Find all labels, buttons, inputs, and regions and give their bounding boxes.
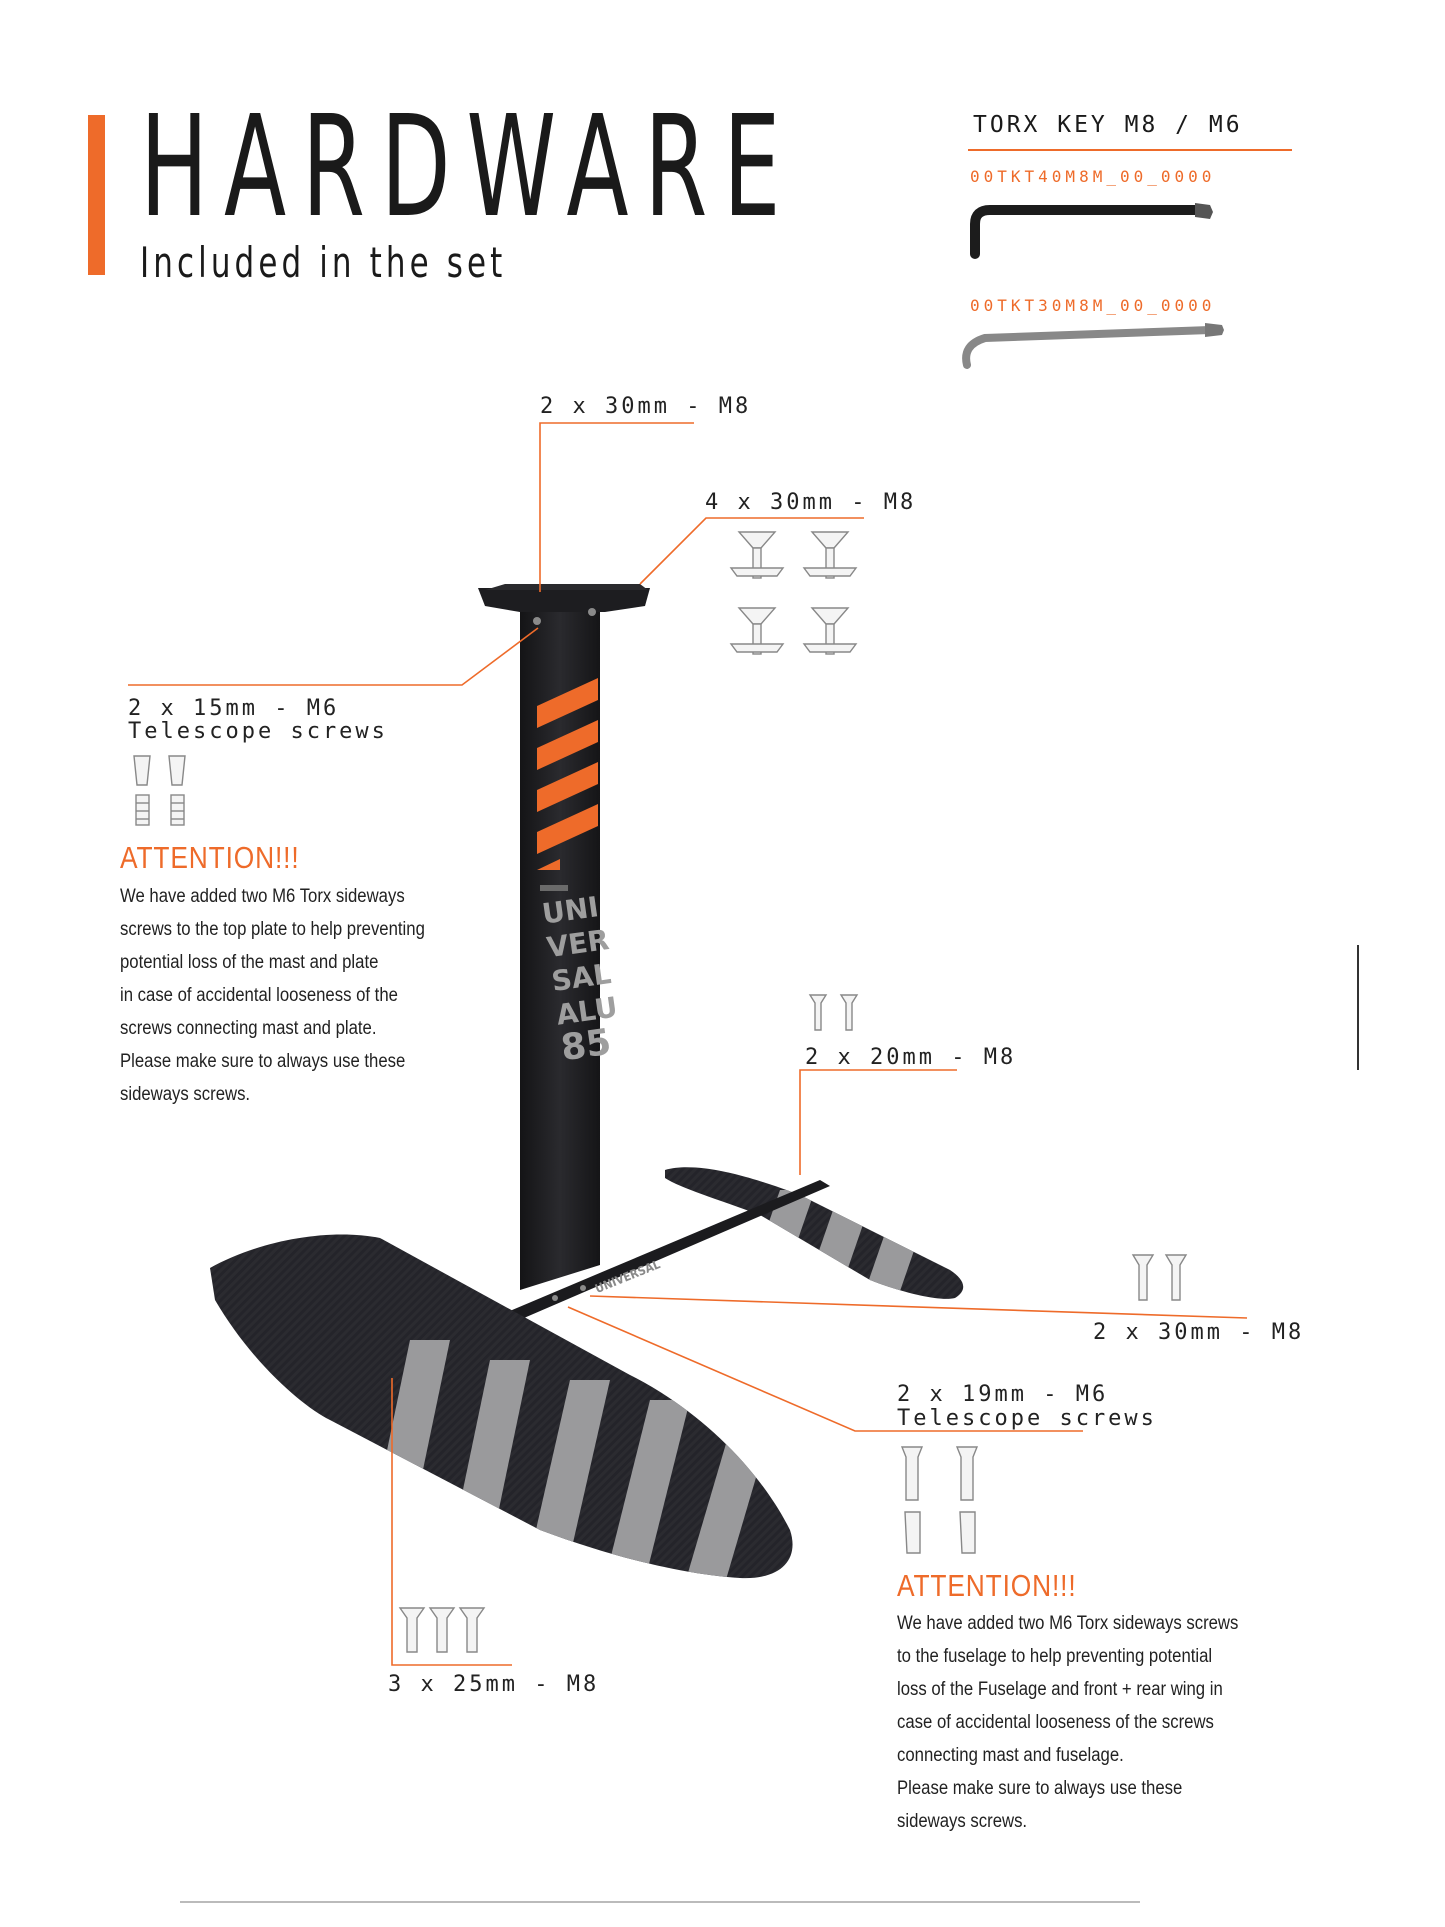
label-telescope-top-2: Telescope screws: [128, 719, 388, 744]
plate-screw-icons: [729, 531, 858, 655]
label-top-plate-screws: 2 x 30mm - M8: [540, 394, 752, 419]
label-telescope-fus-1: 2 x 19mm - M6: [897, 1382, 1109, 1407]
page-subtitle: Included in the set: [140, 238, 507, 287]
attention-text-top: We have added two M6 Torx sideways screw…: [120, 886, 425, 1105]
telescope-screw-icons-fuselage: [900, 1446, 979, 1554]
attention-text-fuselage: We have added two M6 Torx sideways screw…: [897, 1613, 1239, 1832]
torx-key-icons: [962, 203, 1224, 369]
label-telescope-top-1: 2 x 15mm - M6: [128, 696, 340, 721]
front-wing-screw-icons: [398, 1607, 486, 1653]
label-fuselage-screws: 2 x 30mm - M8: [1093, 1320, 1305, 1345]
telescope-screw-icons-top: [133, 755, 186, 826]
mast: [478, 584, 650, 1290]
front-wing: [210, 1234, 793, 1579]
title-accent-bar: [88, 115, 105, 275]
label-plate-screws: 4 x 30mm - M8: [705, 490, 917, 515]
torx-key-title: TORX KEY M8 / M6: [973, 112, 1243, 138]
fuselage-screw-icons: [1131, 1254, 1188, 1301]
label-rear-wing-screws: 2 x 20mm - M8: [805, 1045, 1017, 1070]
label-telescope-fus-2: Telescope screws: [897, 1406, 1157, 1431]
torx-title-underline: [968, 149, 1292, 151]
page-title: HARDWARE: [140, 86, 797, 249]
torx-key-code-2: 00TKT30M8M_00_0000: [970, 296, 1216, 315]
torx-key-code-1: 00TKT40M8M_00_0000: [970, 167, 1216, 186]
attention-heading-fuselage: ATTENTION!!!: [897, 1568, 1077, 1603]
rear-wing-screw-icons: [808, 994, 859, 1031]
label-front-wing-screws: 3 x 25mm - M8: [388, 1672, 600, 1697]
attention-heading-top: ATTENTION!!!: [120, 840, 300, 875]
